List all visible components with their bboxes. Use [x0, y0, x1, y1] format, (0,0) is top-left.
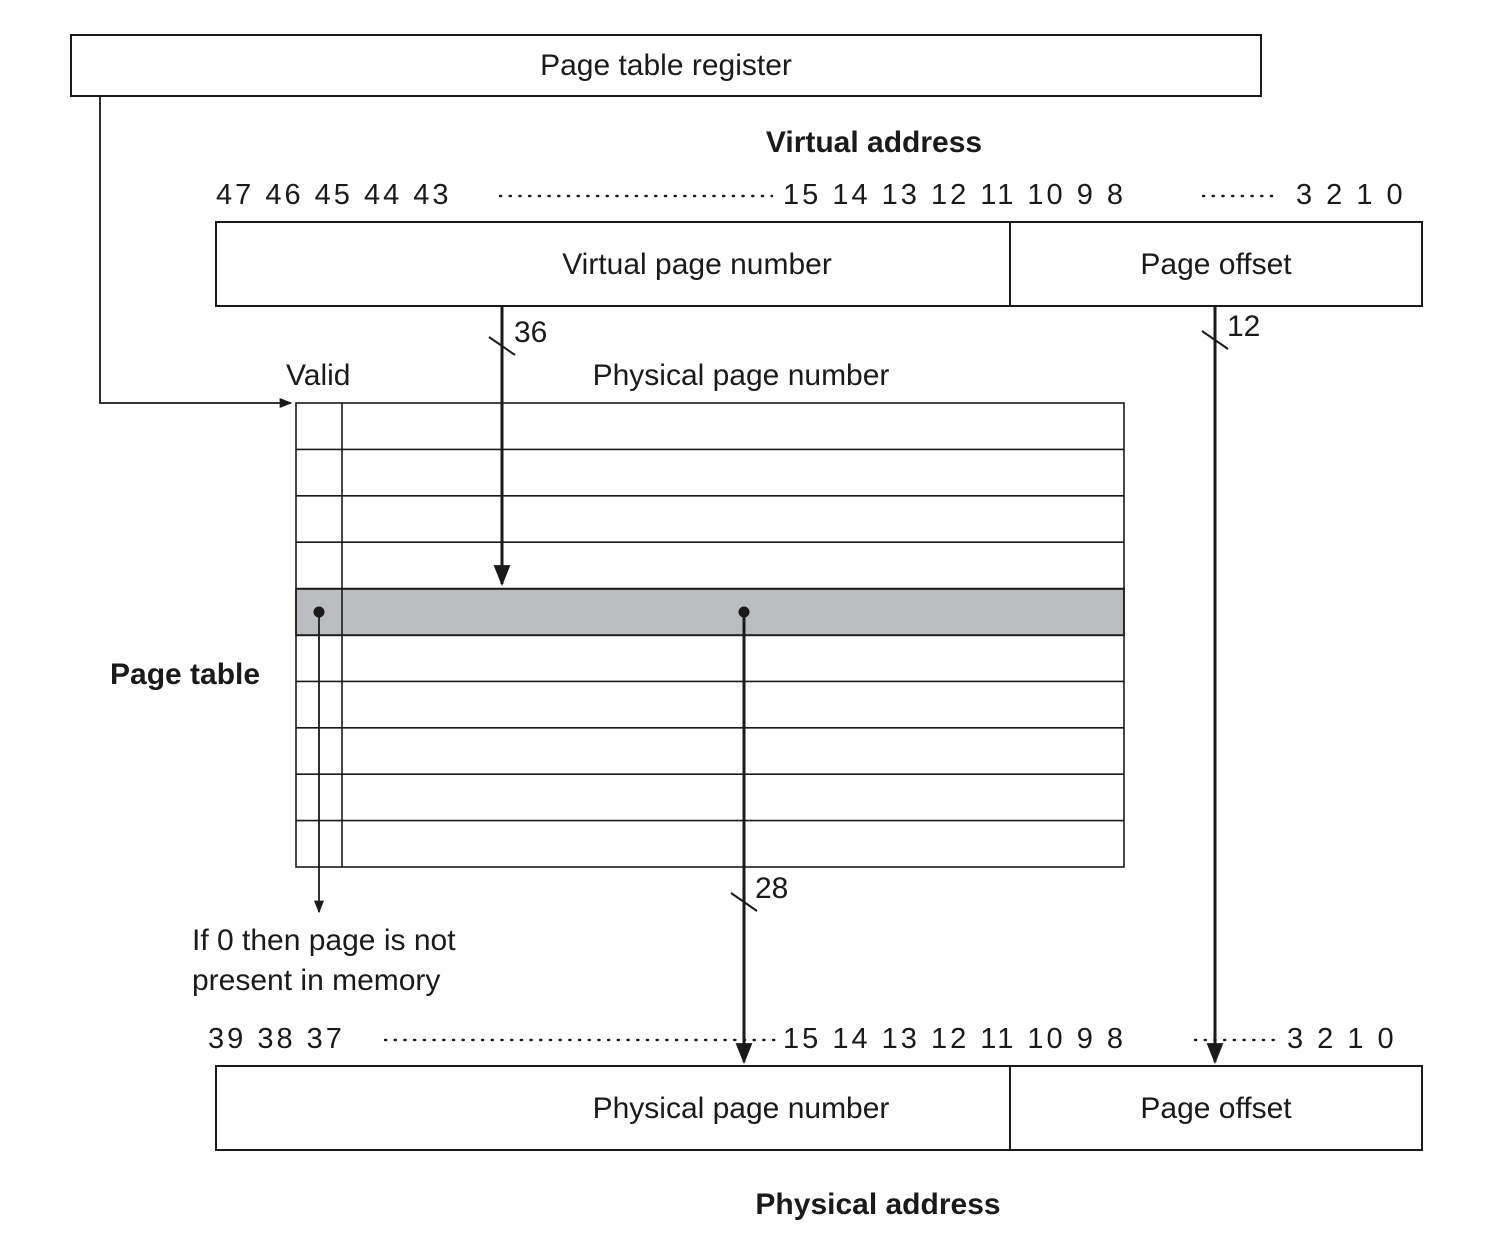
virtual-page-offset-label: Page offset — [1140, 248, 1292, 281]
virtual-bits-low: 3 2 1 0 — [1296, 179, 1406, 211]
physical-bits-low: 3 2 1 0 — [1287, 1023, 1397, 1055]
ppn-bus-width-tick — [730, 892, 758, 912]
page-table-title: Page table — [110, 658, 260, 691]
virtual-bits-high: 47 46 45 44 43 — [216, 179, 452, 211]
physical-bits-mid: 15 14 13 12 11 10 9 8 — [783, 1023, 1126, 1055]
physical-page-offset-field — [1009, 1065, 1423, 1151]
ppn-bus-width-label: 28 — [755, 872, 788, 905]
page-table-register-label: Page table register — [540, 49, 792, 82]
invalid-note-line1: If 0 then page is not — [192, 924, 456, 957]
offset-bus-width-tick — [1201, 330, 1229, 350]
physical-address-title: Physical address — [755, 1188, 1000, 1221]
offset-bus-width-label: 12 — [1227, 310, 1260, 343]
physical-bits-high: 39 38 37 — [208, 1023, 345, 1055]
physical-page-number-label: Physical page number — [593, 1092, 890, 1125]
physical-page-number-column-header: Physical page number — [593, 359, 890, 392]
physical-page-number-field — [215, 1065, 1011, 1151]
invalid-note-line2: present in memory — [192, 964, 440, 997]
physical-page-offset-label: Page offset — [1140, 1092, 1292, 1125]
virtual-bits-mid: 15 14 13 12 11 10 9 8 — [783, 179, 1126, 211]
page-table-register-box — [70, 34, 1262, 97]
virtual-page-number-label: Virtual page number — [562, 248, 832, 281]
page-table-row-dividers — [296, 448, 1124, 822]
valid-column-header: Valid — [286, 359, 350, 392]
vpn-bus-width-label: 36 — [514, 316, 547, 349]
vpn-bus-width-tick — [488, 336, 516, 356]
virtual-address-title: Virtual address — [766, 126, 982, 159]
selected-page-table-entry — [295, 588, 1125, 637]
virtual-page-number-field — [215, 221, 1011, 307]
virtual-page-offset-field — [1009, 221, 1423, 307]
register-pointer-line — [99, 96, 293, 409]
